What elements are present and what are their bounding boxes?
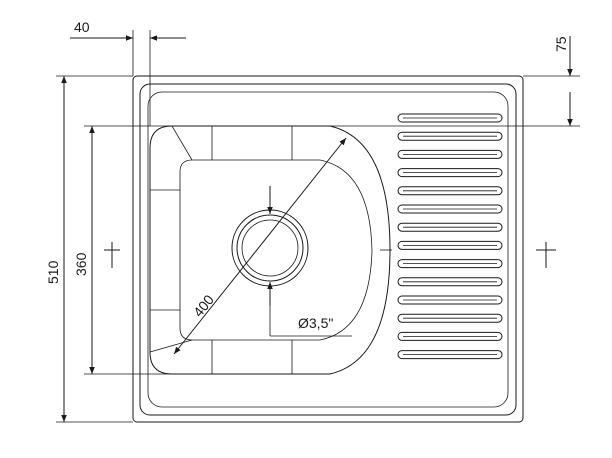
drainboard-slot bbox=[397, 277, 503, 287]
bowl-depth-dimension bbox=[84, 125, 172, 375]
drainboard-slot bbox=[397, 186, 503, 196]
top-offset-dimension bbox=[70, 30, 186, 126]
drainboard-slot bbox=[397, 168, 503, 178]
drainboard-slot bbox=[397, 331, 503, 341]
overall-depth-label: 510 bbox=[45, 260, 61, 284]
section-marker-left bbox=[104, 242, 120, 268]
drainboard-slot bbox=[397, 350, 503, 360]
diagonal-label: 400 bbox=[190, 291, 217, 319]
drainboard-slots bbox=[397, 113, 503, 360]
drainboard-slot bbox=[397, 113, 503, 123]
right-offset-label: 75 bbox=[553, 36, 569, 52]
drainboard-slot bbox=[397, 313, 503, 323]
overall-depth-dimension bbox=[56, 75, 133, 423]
diagonal-dimension-line bbox=[173, 137, 347, 355]
drainboard-slot bbox=[397, 204, 503, 214]
right-offset-dimension bbox=[330, 36, 580, 127]
drainboard-slot bbox=[397, 240, 503, 250]
drain-diameter-label: Ø3,5" bbox=[298, 315, 333, 331]
section-marker-right bbox=[536, 242, 556, 268]
sink-outline bbox=[132, 75, 524, 423]
top-offset-label: 40 bbox=[74, 19, 90, 35]
drainboard-slot bbox=[397, 149, 503, 159]
drainboard-slot bbox=[397, 222, 503, 232]
drain bbox=[231, 186, 352, 337]
drainboard-slot bbox=[397, 259, 503, 269]
drainboard-slot bbox=[397, 131, 503, 141]
bowl-depth-label: 360 bbox=[73, 252, 89, 276]
bowl bbox=[149, 125, 391, 375]
drainboard-slot bbox=[397, 295, 503, 305]
